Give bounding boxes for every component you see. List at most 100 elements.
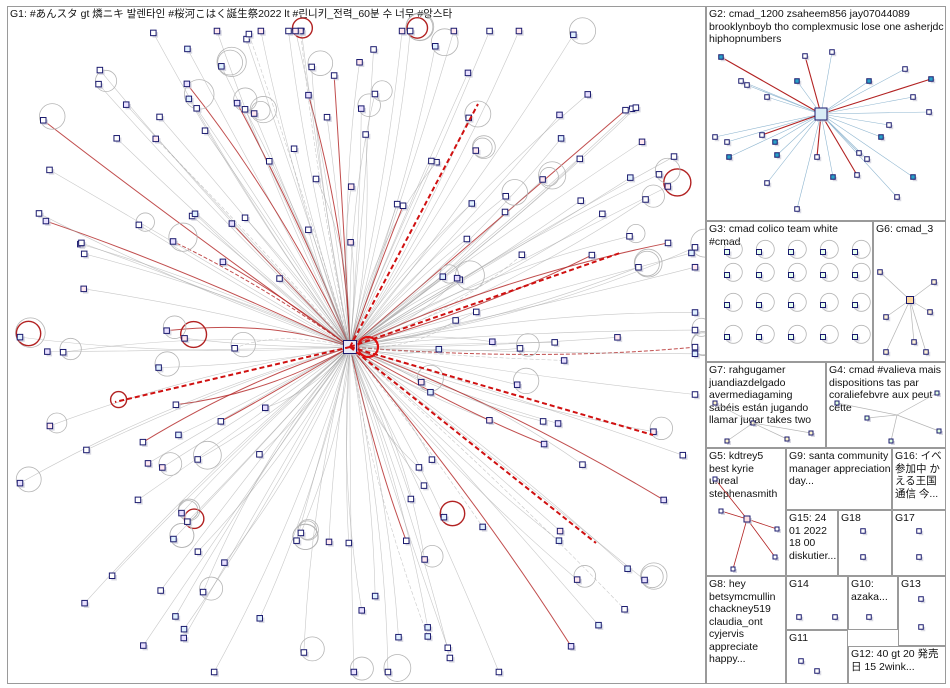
self-loop bbox=[170, 523, 194, 547]
edge bbox=[160, 117, 350, 347]
node bbox=[757, 303, 762, 308]
node bbox=[246, 31, 252, 37]
edge bbox=[50, 170, 350, 347]
node bbox=[514, 382, 520, 388]
edge bbox=[747, 85, 821, 114]
edge bbox=[721, 57, 821, 114]
node bbox=[911, 95, 916, 100]
node bbox=[170, 239, 176, 245]
node bbox=[371, 47, 377, 53]
g10-cluster bbox=[849, 577, 898, 630]
node bbox=[346, 540, 352, 546]
edge bbox=[886, 300, 910, 352]
node bbox=[222, 560, 228, 566]
node bbox=[47, 423, 53, 429]
node bbox=[195, 457, 201, 463]
group-panel-g1: G1: #あんスタ gt 燐ニキ 발렌타인 #桜河こはく誕生祭2022 lt #… bbox=[7, 6, 706, 684]
edge bbox=[891, 415, 897, 441]
group-panel-g12: G12: 40 gt 20 発売日 15 2wink... bbox=[848, 646, 946, 684]
group-label-g8: G8: hey betsymcmullin chackney519 claudi… bbox=[709, 578, 785, 666]
node bbox=[36, 211, 42, 217]
node bbox=[453, 318, 459, 324]
self-loop bbox=[193, 441, 221, 469]
edge bbox=[821, 112, 929, 114]
node bbox=[713, 477, 717, 481]
node bbox=[911, 175, 916, 180]
node bbox=[517, 346, 523, 352]
node bbox=[878, 270, 883, 275]
node bbox=[229, 221, 235, 227]
self-loop bbox=[513, 368, 538, 393]
node bbox=[642, 577, 648, 583]
self-loop bbox=[111, 392, 127, 408]
group-label-g9: G9: santa community manager appreciation… bbox=[789, 450, 891, 488]
self-loop bbox=[664, 169, 691, 196]
node bbox=[294, 538, 300, 544]
node bbox=[331, 73, 337, 79]
node bbox=[43, 218, 49, 224]
node bbox=[821, 335, 826, 340]
edge bbox=[747, 519, 775, 557]
edge bbox=[821, 52, 832, 114]
node bbox=[242, 215, 248, 221]
edge bbox=[184, 347, 350, 629]
node bbox=[473, 148, 479, 154]
group-panel-g9: G9: santa community manager appreciation… bbox=[786, 448, 892, 510]
node bbox=[556, 538, 562, 544]
edge bbox=[897, 415, 939, 431]
node bbox=[821, 250, 826, 255]
group-label-g16: G16: イベ 参加中 かえる王国 通信 今... bbox=[895, 450, 945, 500]
node bbox=[639, 139, 645, 145]
node bbox=[474, 309, 480, 315]
node bbox=[600, 211, 606, 217]
node bbox=[407, 28, 413, 34]
edge bbox=[350, 247, 695, 347]
self-loop bbox=[569, 18, 595, 44]
group-panel-g16: G16: イベ 参加中 かえる王国 通信 今... bbox=[892, 448, 946, 510]
edge bbox=[161, 347, 350, 591]
node bbox=[357, 60, 363, 66]
node bbox=[324, 114, 330, 120]
node bbox=[765, 181, 770, 186]
node bbox=[306, 92, 312, 98]
node bbox=[853, 250, 858, 255]
g5-cluster bbox=[707, 449, 786, 576]
node bbox=[835, 401, 839, 405]
g6-cluster bbox=[874, 222, 946, 362]
node bbox=[451, 28, 457, 34]
group-panel-g5: G5: kdtrey5 best kyrie unreal stephenasm… bbox=[706, 448, 786, 576]
node bbox=[596, 622, 602, 628]
node bbox=[123, 102, 128, 108]
group-panel-g3: G3: cmad colico team white #cmad bbox=[706, 221, 873, 362]
edge bbox=[805, 56, 821, 114]
node bbox=[713, 401, 717, 405]
self-loop bbox=[250, 96, 276, 122]
node bbox=[725, 439, 729, 443]
g17-cluster bbox=[893, 511, 946, 576]
node bbox=[540, 177, 546, 183]
node bbox=[480, 524, 486, 530]
node bbox=[821, 303, 826, 308]
node bbox=[96, 81, 102, 87]
node bbox=[425, 634, 431, 640]
node bbox=[713, 135, 718, 140]
node bbox=[929, 77, 934, 82]
node bbox=[17, 480, 23, 486]
node bbox=[400, 203, 406, 209]
node bbox=[277, 276, 283, 282]
edge bbox=[797, 114, 821, 209]
node bbox=[60, 349, 65, 355]
node bbox=[404, 538, 410, 544]
edge bbox=[350, 312, 695, 347]
group-panel-g8: G8: hey betsymcmullin chackney519 claudi… bbox=[706, 576, 786, 684]
edge bbox=[767, 97, 821, 114]
node bbox=[140, 439, 146, 445]
self-loop bbox=[440, 501, 464, 525]
node bbox=[924, 350, 929, 355]
group-panel-g18: G18 bbox=[838, 510, 892, 576]
node bbox=[214, 28, 220, 34]
node bbox=[200, 589, 206, 595]
edge-highlight bbox=[350, 347, 653, 435]
node bbox=[580, 462, 586, 468]
node bbox=[447, 655, 453, 661]
